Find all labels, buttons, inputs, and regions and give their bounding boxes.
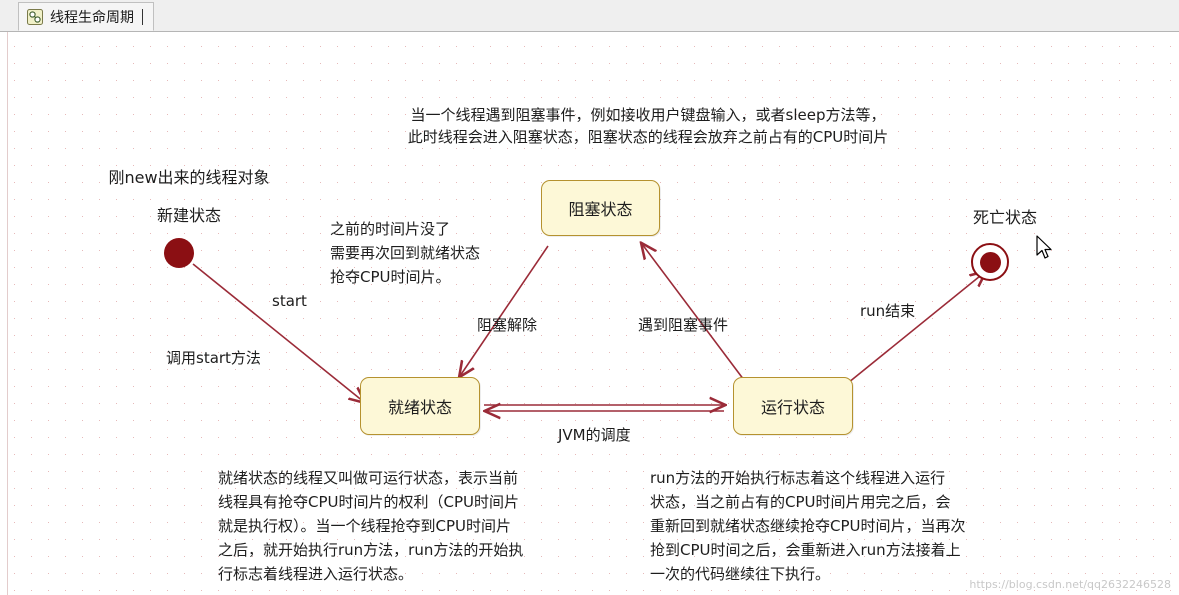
- canvas-left-margin: [0, 32, 8, 595]
- edge-label-jvm-schedule: JVM的调度: [558, 426, 631, 444]
- label-new-state: 新建状态: [156, 206, 221, 225]
- edge-label-start: start: [272, 292, 307, 310]
- tab-label: 线程生命周期: [50, 9, 134, 26]
- node-ready-state[interactable]: 就绪状态: [360, 377, 480, 435]
- tab-text-caret: [142, 8, 143, 25]
- watermark-text: https://blog.csdn.net/qq2632246528: [969, 578, 1171, 591]
- tab-thread-lifecycle[interactable]: 线程生命周期: [18, 2, 154, 31]
- edge-label-call-start-method: 调用start方法: [166, 349, 261, 367]
- edge-label-unblock: 阻塞解除: [477, 316, 538, 334]
- note-running-state-description: run方法的开始执行标志着这个线程进入运行 状态，当之前占有的CPU时间片用完之…: [650, 469, 966, 583]
- diagram-file-icon: [27, 8, 43, 25]
- diagram-canvas[interactable]: 当一个线程遇到阻塞事件，例如接收用户键盘输入，或者sleep方法等， 此时线程会…: [0, 32, 1179, 595]
- node-running-state[interactable]: 运行状态: [733, 377, 853, 435]
- note-blocking-event: 当一个线程遇到阻塞事件，例如接收用户键盘输入，或者sleep方法等， 此时线程会…: [407, 106, 889, 146]
- tab-bar: 线程生命周期: [0, 0, 1179, 32]
- mouse-cursor: [1036, 235, 1054, 261]
- note-ready-state-description: 就绪状态的线程又叫做可运行状态，表示当前 线程具有抢夺CPU时间片的权利（CPU…: [218, 469, 524, 583]
- node-blocked-state[interactable]: 阻塞状态: [541, 180, 660, 236]
- label-new-thread-object: 刚new出来的线程对象: [108, 168, 270, 187]
- edge-label-meet-blocking-event: 遇到阻塞事件: [638, 316, 729, 334]
- node-start[interactable]: [164, 238, 194, 268]
- edge-label-run-end: run结束: [860, 302, 916, 320]
- note-time-slice: 之前的时间片没了 需要再次回到就绪状态 抢夺CPU时间片。: [330, 220, 481, 286]
- label-dead-state: 死亡状态: [972, 208, 1037, 227]
- node-end-core: [979, 251, 1001, 273]
